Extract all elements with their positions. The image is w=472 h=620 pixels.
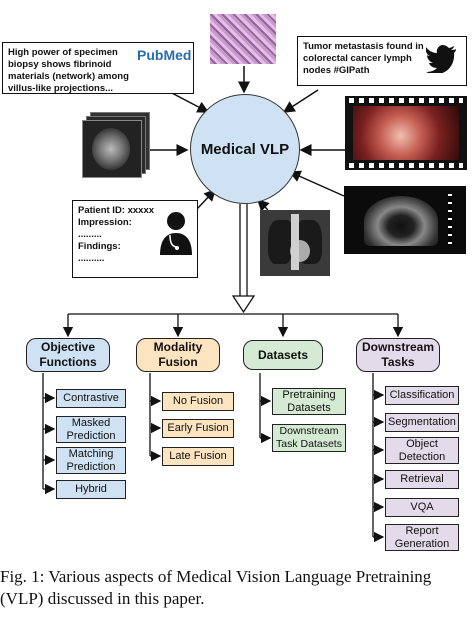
item-classification: Classification — [385, 386, 459, 405]
item-pretraining-datasets: Pretraining Datasets — [272, 388, 346, 415]
chest-xray-image — [260, 210, 330, 276]
objective-functions-header: Objective Functions — [26, 338, 110, 372]
twitter-bird-icon — [426, 45, 456, 73]
twitter-quote-text: Tumor metastasis found in colorectal can… — [303, 41, 424, 76]
twitter-quote-box: Tumor metastasis found in colorectal can… — [297, 36, 467, 86]
item-matching-prediction: Matching Prediction — [56, 447, 126, 474]
medical-vlp-node: Medical VLP — [190, 94, 300, 204]
pubmed-logo: PubMed — [137, 47, 192, 69]
item-early-fusion: Early Fusion — [162, 419, 234, 438]
endoscopy-video-image — [345, 96, 467, 170]
item-hybrid: Hybrid — [56, 480, 126, 499]
item-downstream-task-datasets: Downstream Task Datasets — [272, 424, 346, 452]
findings-line: Findings: — [78, 241, 121, 252]
mri-scan-image — [80, 112, 150, 178]
impression-dots: ......... — [78, 229, 102, 240]
doctor-icon — [160, 212, 192, 255]
item-no-fusion: No Fusion — [162, 392, 234, 411]
downstream-tasks-header: Downstream Tasks — [356, 338, 440, 372]
patient-report-box: Patient ID: xxxxx Impression: ......... … — [72, 200, 198, 278]
item-late-fusion: Late Fusion — [162, 447, 234, 466]
patient-id-line: Patient ID: xxxxx — [78, 205, 155, 216]
item-retrieval: Retrieval — [385, 470, 459, 489]
item-vqa: VQA — [385, 498, 459, 517]
modality-fusion-header: Modality Fusion — [136, 338, 220, 372]
impression-line: Impression: — [78, 217, 132, 228]
item-report-generation: Report Generation — [385, 524, 459, 551]
pubmed-quote-box: High power of specimen biopsy shows fibr… — [2, 42, 194, 94]
ultrasound-image — [344, 186, 466, 254]
histology-image — [210, 14, 276, 64]
medical-vlp-label: Medical VLP — [200, 140, 290, 158]
figure-caption: Fig. 1: Various aspects of Medical Visio… — [0, 567, 432, 608]
pubmed-quote-text: High power of specimen biopsy shows fibr… — [8, 47, 129, 94]
item-segmentation: Segmentation — [385, 413, 459, 432]
item-contrastive: Contrastive — [56, 389, 126, 408]
item-object-detection: Object Detection — [385, 437, 459, 464]
item-masked-prediction: Masked Prediction — [56, 416, 126, 443]
datasets-header: Datasets — [243, 340, 323, 370]
findings-dots: .......... — [78, 253, 105, 264]
pubmed-logo-text: PubMed — [137, 47, 192, 63]
